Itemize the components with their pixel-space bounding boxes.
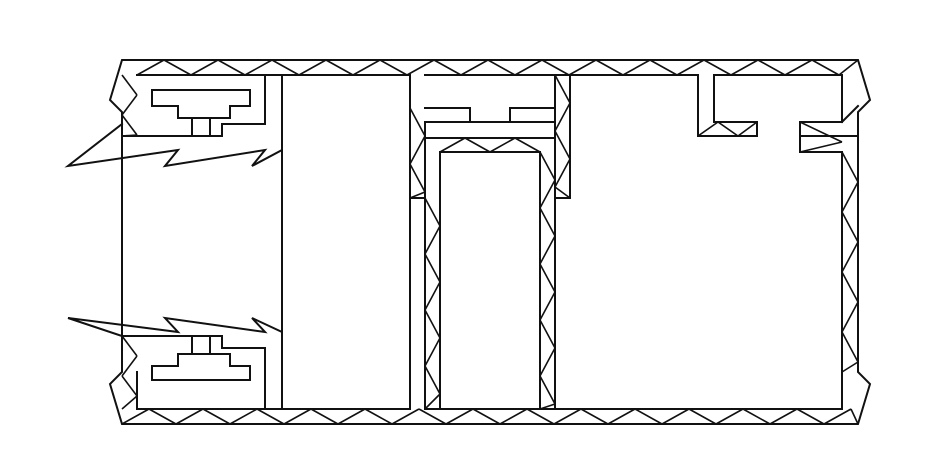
center-inner-channel (424, 74, 571, 199)
outer-shell-outline (108, 59, 872, 425)
center-top-slot (424, 74, 556, 123)
left-lower-tslot (151, 353, 251, 381)
inner-box-outer (424, 137, 556, 410)
hatch-band-7 (554, 74, 571, 199)
hatch-band-5 (539, 151, 556, 410)
hatch-band-8 (121, 74, 138, 137)
left-upper-tslot-stem (191, 117, 211, 137)
hatch-band-11 (799, 121, 843, 153)
left-lower-tslot-stem (191, 335, 211, 355)
hatch-band-3 (409, 107, 426, 199)
hatch-band-2 (841, 151, 859, 373)
chamber-2 (439, 151, 541, 410)
right-top-slot-inner (713, 74, 860, 137)
wall-hatching (121, 59, 859, 425)
upper-seal-lip (64, 122, 283, 168)
center-left-web (409, 74, 426, 410)
left-upper-tslot (151, 89, 251, 119)
hatch-band-10 (697, 121, 758, 137)
chamber-3 (554, 74, 843, 410)
hatch-band-0 (136, 59, 859, 76)
hatch-band-1 (121, 408, 859, 425)
hatch-band-6 (439, 137, 541, 153)
hatch-band-4 (424, 197, 441, 410)
hatch-band-9 (121, 335, 138, 410)
lower-seal-lip (67, 316, 283, 349)
left-lower-flange-outline (121, 335, 266, 410)
left-web-wall (264, 74, 283, 410)
chamber-1 (281, 74, 411, 410)
